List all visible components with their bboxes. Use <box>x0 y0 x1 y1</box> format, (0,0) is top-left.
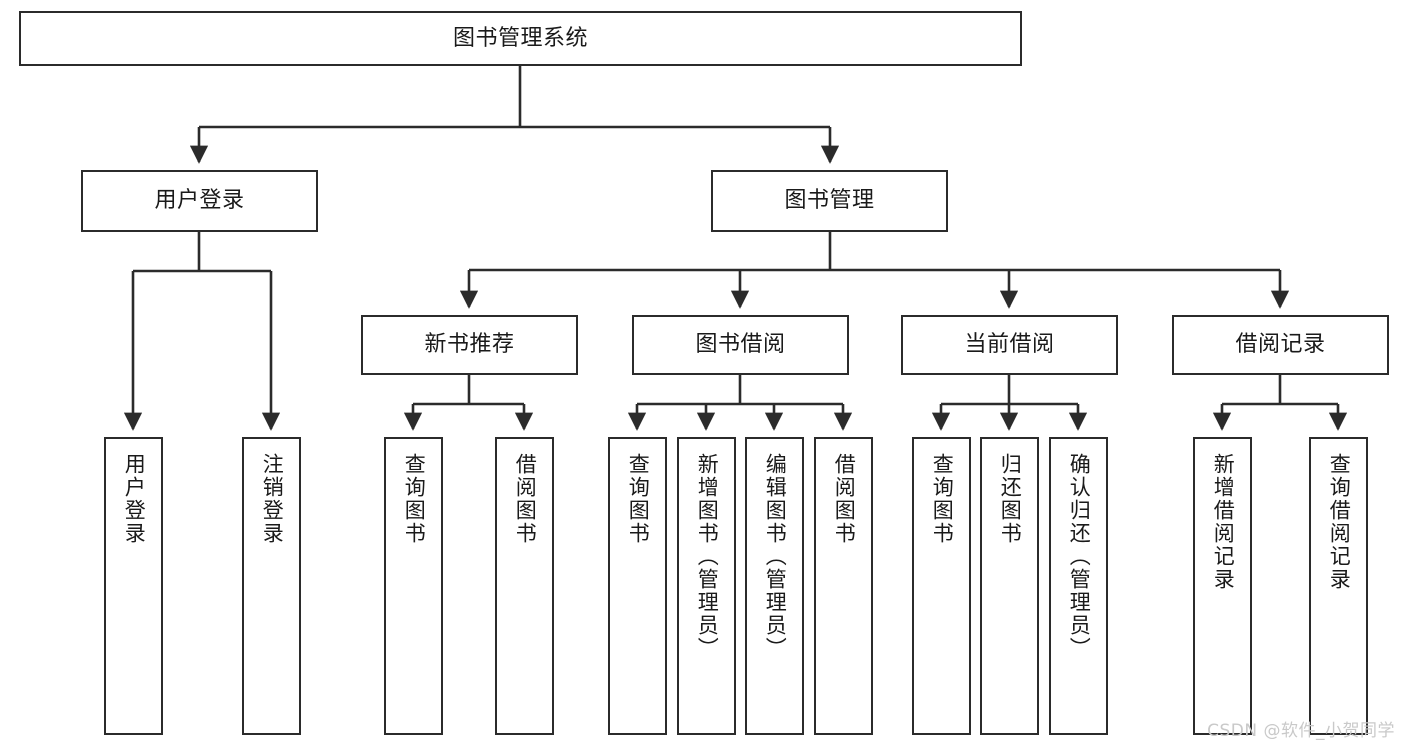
leaf-book-borrow-4-label: 借阅图书 <box>832 453 857 545</box>
leaf-book-borrow-3-label: 编辑图书（管理员） <box>763 453 788 660</box>
leaf-book-borrow-1[interactable]: 查询图书 <box>608 437 667 735</box>
leaf-user-login-1[interactable]: 用户登录 <box>104 437 163 735</box>
leaf-current-borrow-3[interactable]: 确认归还（管理员） <box>1049 437 1108 735</box>
node-book-borrow[interactable]: 图书借阅 <box>632 315 849 375</box>
leaf-book-borrow-2[interactable]: 新增图书（管理员） <box>677 437 736 735</box>
node-user-login[interactable]: 用户登录 <box>81 170 318 232</box>
node-borrow-record[interactable]: 借阅记录 <box>1172 315 1389 375</box>
leaf-book-borrow-3[interactable]: 编辑图书（管理员） <box>745 437 804 735</box>
node-borrow-record-label: 借阅记录 <box>1235 332 1326 358</box>
leaf-new-book-2[interactable]: 借阅图书 <box>495 437 554 735</box>
leaf-new-book-1-label: 查询图书 <box>402 453 427 545</box>
leaf-current-borrow-1-label: 查询图书 <box>930 453 955 545</box>
node-book-borrow-label: 图书借阅 <box>695 332 786 358</box>
node-new-book-recommend-label: 新书推荐 <box>424 332 515 358</box>
leaf-borrow-record-1-label: 新增借阅记录 <box>1211 453 1236 591</box>
leaf-borrow-record-2-label: 查询借阅记录 <box>1327 453 1352 591</box>
node-root-label: 图书管理系统 <box>452 25 588 51</box>
node-user-login-label: 用户登录 <box>154 188 245 214</box>
leaf-new-book-2-label: 借阅图书 <box>513 453 538 545</box>
leaf-user-login-2[interactable]: 注销登录 <box>242 437 301 735</box>
node-book-management-label: 图书管理 <box>784 188 875 214</box>
leaf-current-borrow-2[interactable]: 归还图书 <box>980 437 1039 735</box>
leaf-book-borrow-2-label: 新增图书（管理员） <box>695 453 720 660</box>
node-root[interactable]: 图书管理系统 <box>19 11 1022 66</box>
leaf-borrow-record-1[interactable]: 新增借阅记录 <box>1193 437 1252 735</box>
node-current-borrow[interactable]: 当前借阅 <box>901 315 1118 375</box>
node-book-management[interactable]: 图书管理 <box>711 170 948 232</box>
leaf-book-borrow-1-label: 查询图书 <box>626 453 651 545</box>
leaf-user-login-2-label: 注销登录 <box>260 453 285 545</box>
node-new-book-recommend[interactable]: 新书推荐 <box>361 315 578 375</box>
leaf-new-book-1[interactable]: 查询图书 <box>384 437 443 735</box>
leaf-current-borrow-1[interactable]: 查询图书 <box>912 437 971 735</box>
leaf-user-login-1-label: 用户登录 <box>122 453 147 545</box>
leaf-current-borrow-3-label: 确认归还（管理员） <box>1067 453 1092 660</box>
leaf-book-borrow-4[interactable]: 借阅图书 <box>814 437 873 735</box>
watermark: CSDN @软件_小贺同学 <box>1207 721 1395 741</box>
node-current-borrow-label: 当前借阅 <box>964 332 1055 358</box>
leaf-borrow-record-2[interactable]: 查询借阅记录 <box>1309 437 1368 735</box>
leaf-current-borrow-2-label: 归还图书 <box>998 453 1023 545</box>
